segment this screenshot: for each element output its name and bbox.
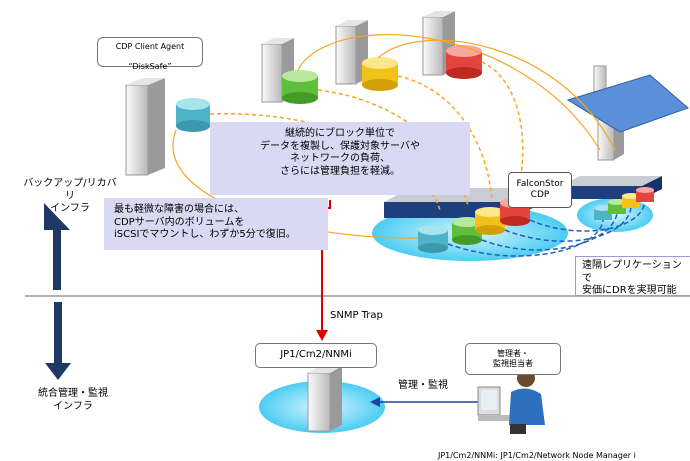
- backup-infra-label: バックアップ/リカバリ インフラ: [23, 178, 117, 214]
- server-icon: [307, 366, 342, 432]
- jp1-box: JP1/Cm2/NNMi: [255, 343, 377, 368]
- snmp-trap-label: SNMP Trap: [330, 310, 383, 321]
- agent-callout: CDP Client Agent “DiskSafe”: [97, 37, 203, 71]
- admin-box-line1: 管理者・: [497, 349, 529, 358]
- up-arrow-icon: [44, 203, 70, 290]
- database-cylinder-icon: [452, 217, 482, 245]
- falconstor-line2: CDP: [530, 190, 550, 200]
- database-cylinder-icon: [362, 57, 398, 91]
- admin-person-icon: [477, 369, 545, 434]
- admin-box-line2: 監視担当者: [493, 359, 533, 368]
- database-cylinder-icon: [594, 187, 654, 220]
- database-cylinder-icon: [475, 207, 505, 235]
- database-cylinder-icon: [282, 70, 318, 104]
- agent-callout-text: CDP Client Agent “DiskSafe”: [116, 32, 185, 72]
- note-continuous-replication: 継続的にブロック単位で データを複製し、保護対象サーバや ネットワークの負荷、 …: [210, 122, 470, 195]
- agent-callout-line2: “DiskSafe”: [128, 62, 172, 71]
- note-remote-replication: 遠隔レプリケーションで 安価にDRを実現可能: [575, 256, 690, 296]
- remote-panel: [566, 74, 689, 133]
- database-cylinder-icon: [418, 225, 448, 253]
- database-cylinder-icon: [176, 98, 210, 132]
- storage-appliance-icon: [560, 176, 662, 199]
- falconstor-label: FalconStor CDP: [508, 172, 572, 208]
- monitor-label: 管理・監視: [398, 380, 448, 391]
- falconstor-line1: FalconStor: [516, 178, 564, 189]
- mgmt-infra-label: 統合管理・監視 インフラ: [38, 388, 108, 412]
- monitor-arrowhead: [370, 397, 380, 407]
- footnote: JP1/Cm2/NNMi: JP1/Cm2/Network Node Manag…: [438, 451, 636, 460]
- down-arrow-icon: [45, 302, 71, 380]
- server-icon: [125, 78, 165, 176]
- database-cylinder-icon: [446, 45, 482, 79]
- note-fast-recovery: 最も軽微な障害の場合には、 CDPサーバ内のボリュームを iSCSIでマウントし…: [104, 198, 328, 250]
- admin-box: 管理者・ 監視担当者: [465, 343, 561, 375]
- remote-replication-flows: [447, 201, 646, 257]
- snmp-trap-arrowhead: [316, 330, 328, 341]
- agent-callout-line1: CDP Client Agent: [115, 42, 185, 51]
